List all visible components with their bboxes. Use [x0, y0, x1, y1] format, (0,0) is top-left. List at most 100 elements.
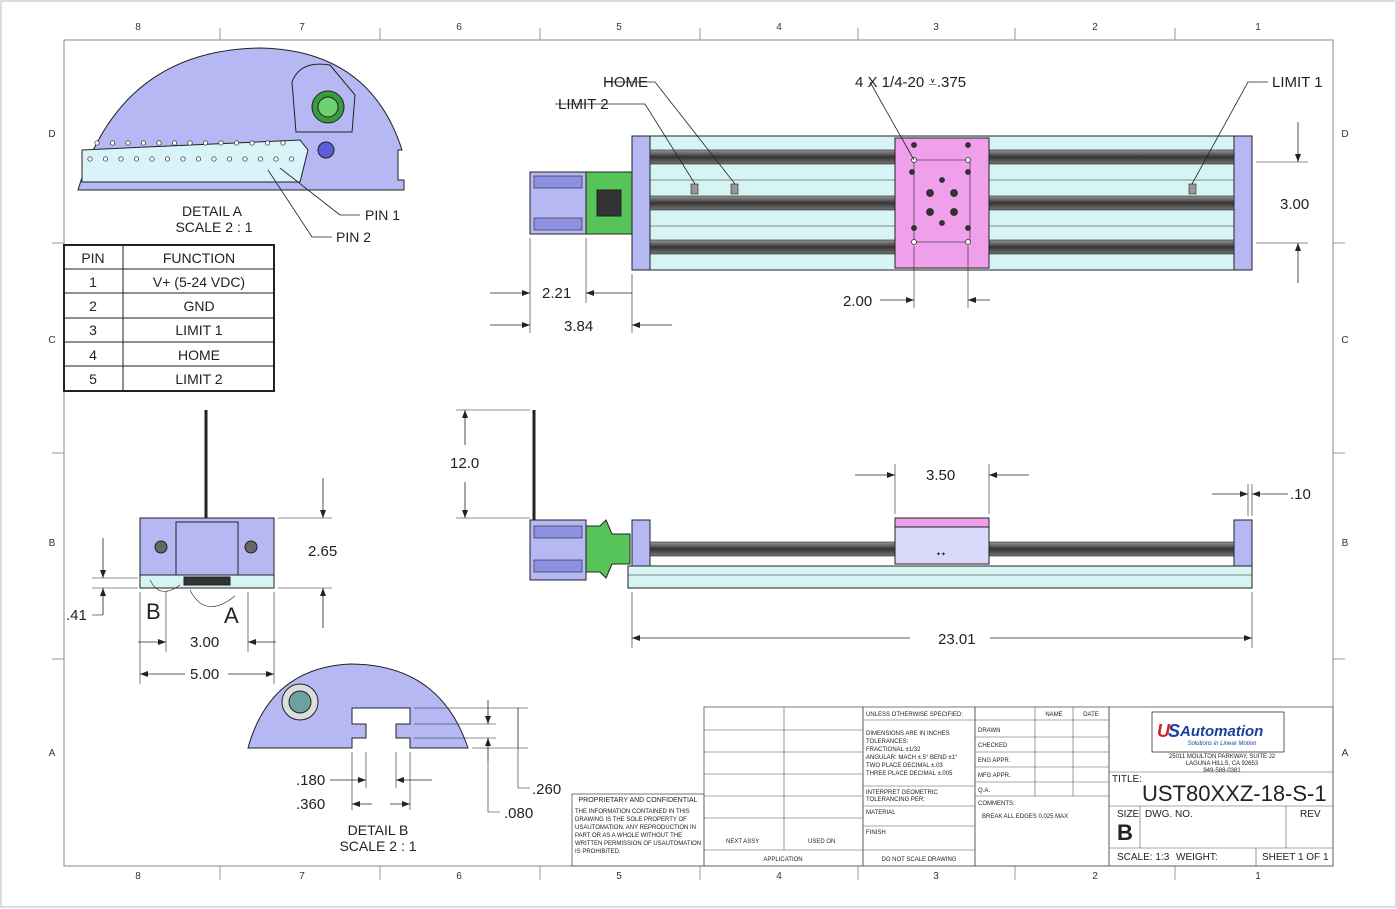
pin-table: PIN FUNCTION 1 V+ (5-24 VDC) 2 GND 3 LIM…	[63, 244, 275, 392]
mfg-appr-label: MFG APPR.	[978, 773, 1011, 779]
carriage-hole	[926, 189, 934, 197]
zone-label-top: 5	[616, 22, 622, 33]
connector-pin	[187, 140, 193, 146]
zone-label-bottom: 1	[1255, 871, 1261, 882]
do-not-scale-label: DO NOT SCALE DRAWING	[881, 857, 956, 863]
carriage-hole	[911, 239, 917, 245]
dim-260: .260	[532, 781, 561, 798]
zone-label-left: B	[49, 538, 56, 549]
zone-label-bottom: 5	[616, 871, 622, 882]
detail-a-scale: SCALE 2 : 1	[175, 219, 252, 235]
connector-pin	[133, 156, 140, 162]
company-logo	[1151, 711, 1285, 753]
name-label: NAME	[1045, 712, 1062, 718]
connector-pin	[288, 156, 295, 162]
logo-u: U	[1157, 721, 1171, 741]
angular-label: ANGULAR: MACH ±.5° BEND ±1°	[866, 755, 958, 761]
carriage-hole	[926, 208, 934, 216]
end-view: B A 2.65 .41 3.00 5.00	[66, 410, 337, 684]
carriage-hole	[950, 208, 958, 216]
pin-table-cell: GND	[183, 298, 214, 314]
pin-table-cell: V+ (5-24 VDC)	[153, 274, 245, 290]
size-label: SIZE	[1117, 809, 1140, 820]
material-label: MATERIAL	[866, 810, 896, 816]
detail-b-view: .180 .360 .260 .080 DETAIL B SCALE 2 : 1	[247, 663, 561, 854]
zone-label-left: A	[49, 748, 56, 759]
side-view: ✦✦ 12.0 3.50 .10 23.01	[450, 409, 1311, 648]
carriage-hole	[939, 177, 945, 183]
fractional-label: FRACTIONAL ±1/32	[866, 747, 921, 753]
comments-label: COMMENTS:	[978, 801, 1015, 807]
carriage-hole	[939, 220, 945, 226]
connector-pin	[226, 156, 233, 162]
date-label: DATE	[1083, 712, 1099, 718]
proprietary-line: PART OR AS A WHOLE WITHOUT THE	[575, 833, 682, 839]
detail-a-title: DETAIL A	[182, 203, 243, 219]
logo-tagline: Solutions in Linear Motion	[1187, 741, 1257, 747]
dim-2301: 23.01	[938, 631, 976, 648]
proprietary-line: THE INFORMATION CONTAINED IN THIS	[575, 809, 690, 815]
used-on-label: USED ON	[808, 839, 835, 845]
zone-label-bottom: 3	[933, 871, 939, 882]
dim-500: 5.00	[190, 666, 219, 683]
connector-pin	[102, 156, 109, 162]
connector-pin	[249, 140, 255, 146]
connector-pin	[180, 156, 186, 162]
carriage-hole	[965, 169, 971, 175]
connector-pin	[257, 156, 264, 162]
connector-pin	[273, 156, 279, 162]
carriage-hole	[965, 157, 971, 163]
connector-pin	[195, 156, 202, 162]
carriage-hole	[965, 239, 971, 245]
tolerancing-label: TOLERANCING PER:	[866, 797, 925, 803]
dims-in-label: DIMENSIONS ARE IN INCHES	[866, 731, 950, 737]
carriage-hole	[950, 189, 958, 197]
connector-pin	[264, 140, 271, 146]
size-value: B	[1117, 820, 1133, 845]
eng-appr-label: ENG APPR.	[978, 758, 1011, 764]
pin-table-header-function: FUNCTION	[163, 250, 235, 266]
carriage-holes	[909, 142, 971, 245]
dim-265: 2.65	[308, 543, 337, 560]
connector-pin	[109, 140, 116, 146]
detail-b-scale: SCALE 2 : 1	[339, 838, 416, 854]
carriage-hole	[909, 169, 915, 175]
dim-200: 2.00	[843, 293, 872, 310]
connector-pin	[125, 140, 131, 146]
zone-label-top: 8	[135, 22, 141, 33]
rev-label: REV	[1300, 809, 1321, 820]
zone-label-right: D	[1341, 129, 1348, 140]
zone-label-top: 7	[299, 22, 305, 33]
pin-table-cell: HOME	[178, 347, 220, 363]
interpret-label: INTERPRET GEOMETRIC	[866, 790, 939, 796]
limit2-callout: LIMIT 2	[558, 96, 609, 113]
dim-010: .10	[1290, 486, 1311, 503]
logo-name: Automation	[1179, 723, 1263, 740]
drawn-label: DRAWN	[978, 728, 1000, 734]
dim-080: .080	[504, 805, 533, 822]
limit1-callout: LIMIT 1	[1272, 74, 1323, 91]
pin-table-header-pin: PIN	[81, 250, 104, 266]
qa-label: Q.A.	[978, 788, 990, 794]
connector-pin	[211, 156, 217, 162]
proprietary-line: USAUTOMATION. ANY REPRODUCTION IN	[575, 825, 696, 831]
dim-180: .180	[296, 772, 325, 789]
connector-pin	[87, 156, 93, 162]
connector-pins	[87, 140, 295, 162]
logo-s: S	[1168, 721, 1180, 741]
proprietary-line: IS PROHIBITED.	[575, 849, 621, 855]
connector-pin	[118, 156, 124, 162]
carriage-hole	[965, 142, 971, 148]
connector-pin	[233, 140, 240, 146]
pin-table-cell: LIMIT 1	[175, 322, 222, 338]
pin-table-cell: 5	[89, 371, 97, 387]
detail-b-marker: B	[146, 599, 161, 624]
scale-label: SCALE: 1:3	[1117, 852, 1170, 863]
zone-label-bottom: 6	[456, 871, 462, 882]
title-block: PROPRIETARY AND CONFIDENTIAL THE INFORMA…	[571, 706, 1334, 867]
proprietary-title: PROPRIETARY AND CONFIDENTIAL	[578, 797, 697, 804]
zone-label-right: C	[1341, 335, 1348, 346]
tolerances-label: TOLERANCES:	[866, 739, 909, 745]
